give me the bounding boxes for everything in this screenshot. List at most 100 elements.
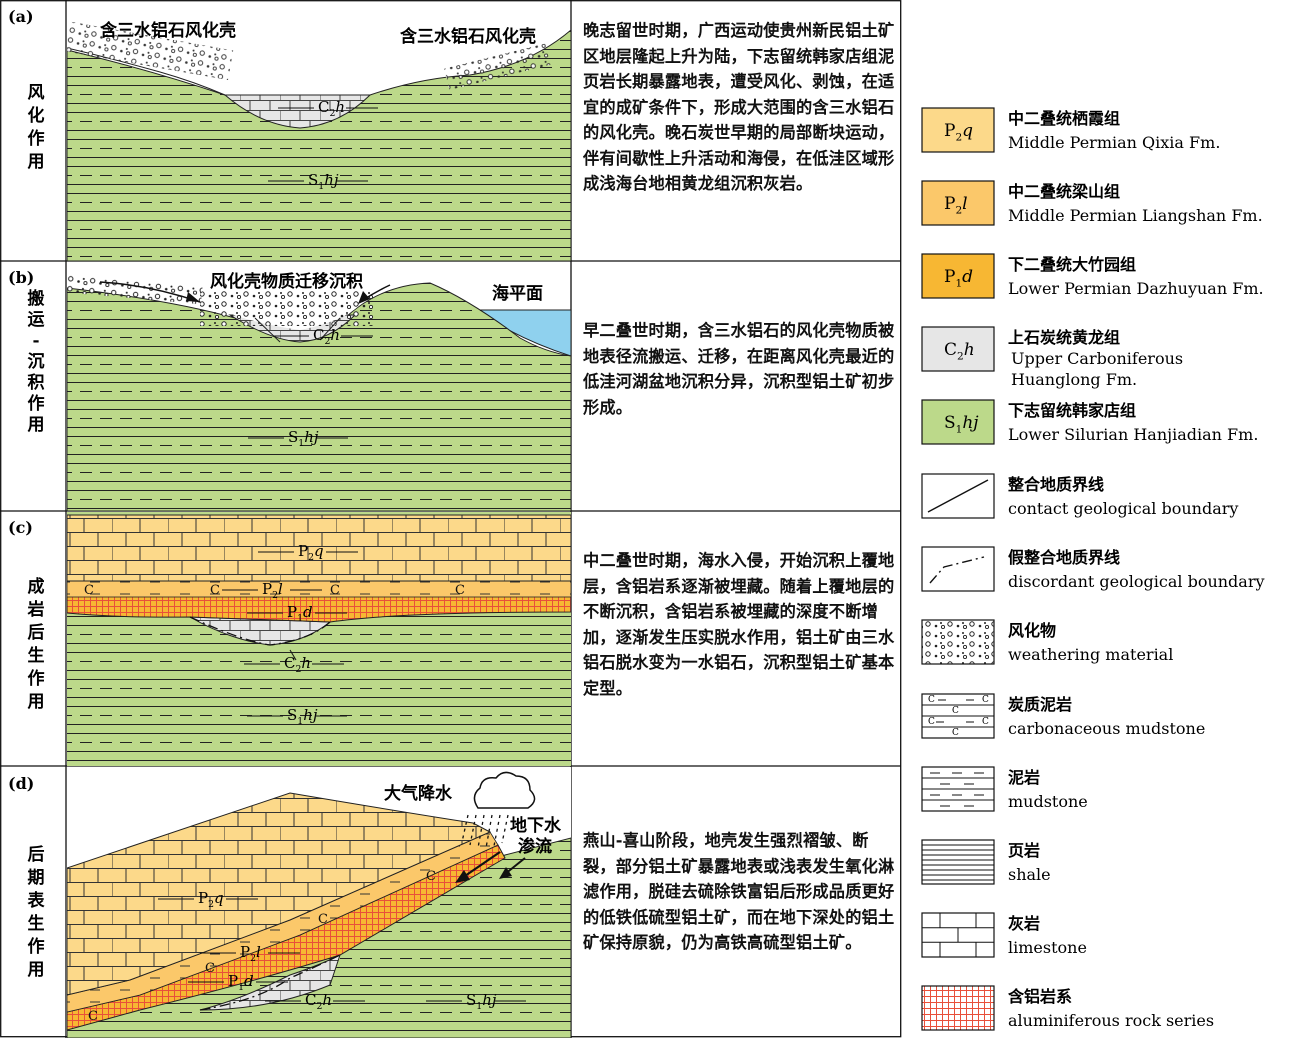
unit-text: C2h [305,991,332,1012]
unit-text: P2q [198,889,224,910]
sea-level-label: 海平面 [492,283,543,304]
panel-tags: (a) (b) (c) (d) [8,7,34,793]
svg-text:C: C [88,1009,98,1024]
carbon-marks-c: C C C C [84,583,465,598]
legend-label-en: discordant geological boundary [1008,572,1265,591]
legend-label-cn: 中二叠统栖霞组 [1008,109,1120,128]
unit-text: S1hj [466,991,497,1012]
legend-label-cn: 上石炭统黄龙组 [1008,328,1120,347]
unit-text: C2h [284,654,311,675]
legend-label-cn: 页岩 [1008,841,1040,860]
unit-text: P2q [298,542,324,563]
legend-label-en: mudstone [1008,792,1088,811]
legend-item: 风化物 weathering material [921,619,1173,665]
weathering-crust-label-left: 含三水铝石风化壳 [100,20,236,41]
unit-text: S1hj [287,706,318,727]
legend-item: 泥岩 mudstone [921,766,1088,812]
panel-tag-b: (b) [8,268,34,287]
unit-text: S1hj [288,428,319,449]
seepage-label: 渗流 [518,836,552,857]
svg-text:C: C [982,717,989,727]
unit-text: P1d [228,972,254,993]
legend-item: 假整合地质界线 discordant geological boundary [921,546,1265,592]
legend-label-en: Middle Permian Liangshan Fm. [1008,206,1263,225]
unit-label-c2h-b: C2h [273,326,373,347]
panel-tag-c: (c) [8,518,33,537]
side-label-char: 作 [28,668,45,689]
side-label-char: 作 [28,936,45,957]
rain-drops [461,814,509,849]
panel-tag-a: (a) [8,7,34,26]
legend-label-en: Lower Silurian Hanjiadian Fm. [1008,425,1258,444]
svg-text:C: C [952,706,959,716]
svg-text:C: C [928,717,935,727]
cloud-icon [473,771,536,809]
panel-a-section: 含三水铝石风化壳 含三水铝石风化壳 C2h S1hj [67,20,571,261]
unit-label-s1hj-d: S1hj [426,991,526,1012]
legend-label-cn: 灰岩 [1008,914,1040,933]
panel-b-section: 风化壳物质迁移沉积 海平面 C2h S1hj [67,271,571,511]
legend-label-en: limestone [1008,938,1087,957]
legend-symbol: C2h [944,340,975,362]
svg-text:C: C [928,695,935,705]
side-label-char: 用 [28,692,45,712]
side-label-char: - [32,331,39,351]
svg-text:C: C [330,583,340,598]
unit-label-s1hj-b: S1hj [248,428,348,449]
weathering-migration-label: 风化壳物质迁移沉积 [210,271,363,292]
unit-text: P2l [262,580,283,601]
side-label-char: 岩 [27,599,45,620]
side-label-char: 积 [28,373,45,393]
unit-text: C2h [318,98,345,119]
svg-text:C: C [455,583,465,598]
svg-text:C: C [205,961,215,976]
svg-text:C: C [84,583,94,598]
legend-label-en: weathering material [1008,645,1173,664]
description-a: 晚志留世时期，广西运动使贵州新民铝土矿区地层隆起上升为陆，下志留统韩家店组泥页岩… [583,21,895,193]
side-label-char: 生 [28,645,45,666]
svg-text:C: C [426,869,436,884]
unit-text: P1d [287,603,313,624]
svg-text:C: C [982,695,989,705]
panel-d-section: C C C C 大气降水 地下水 渗流 P2q P2l P1d C2h [67,767,571,1038]
svg-text:C: C [952,728,959,738]
unit-label-c2h-d: C2h [265,991,365,1012]
unit-text: C2h [313,326,340,347]
unit-label-p2l-c: P2l [222,580,322,601]
svg-text:C: C [318,912,328,927]
legend-label-cn: 风化物 [1008,621,1056,640]
side-label-char: 运 [28,310,45,330]
unit-text: S1hj [308,171,339,192]
side-label-char: 用 [28,415,45,435]
precipitation-label: 大气降水 [384,783,453,804]
weathering-crust-label-right: 含三水铝石风化壳 [400,26,536,47]
side-label-char: 用 [28,152,45,172]
unit-label-p1d-c: P1d [247,603,347,624]
legend-label-cn: 下志留统韩家店组 [1008,401,1136,420]
side-label-char: 风 [28,83,45,103]
legend-symbol: P2l [944,194,968,216]
unit-label-s1hj-c: S1hj [247,706,347,727]
side-label-char: 沉 [28,351,45,372]
side-label-char: 化 [28,105,45,126]
svg-text:C: C [210,583,220,598]
unit-text: P2l [240,943,261,964]
legend-label-cn: 假整合地质界线 [1008,548,1120,567]
side-label-char: 作 [28,128,45,149]
description-d: 燕山-喜山阶段，地壳发生强烈褶皱、断裂，部分铝土矿暴露地表或浅表发生氧化淋滤作用… [583,831,895,952]
legend-label-cn: 泥岩 [1008,768,1040,787]
unit-label-p2q-d: P2q [158,889,258,910]
infiltration-arrows [455,851,526,883]
side-label-char: 成 [28,576,45,597]
groundwater-label: 地下水 [510,815,562,836]
